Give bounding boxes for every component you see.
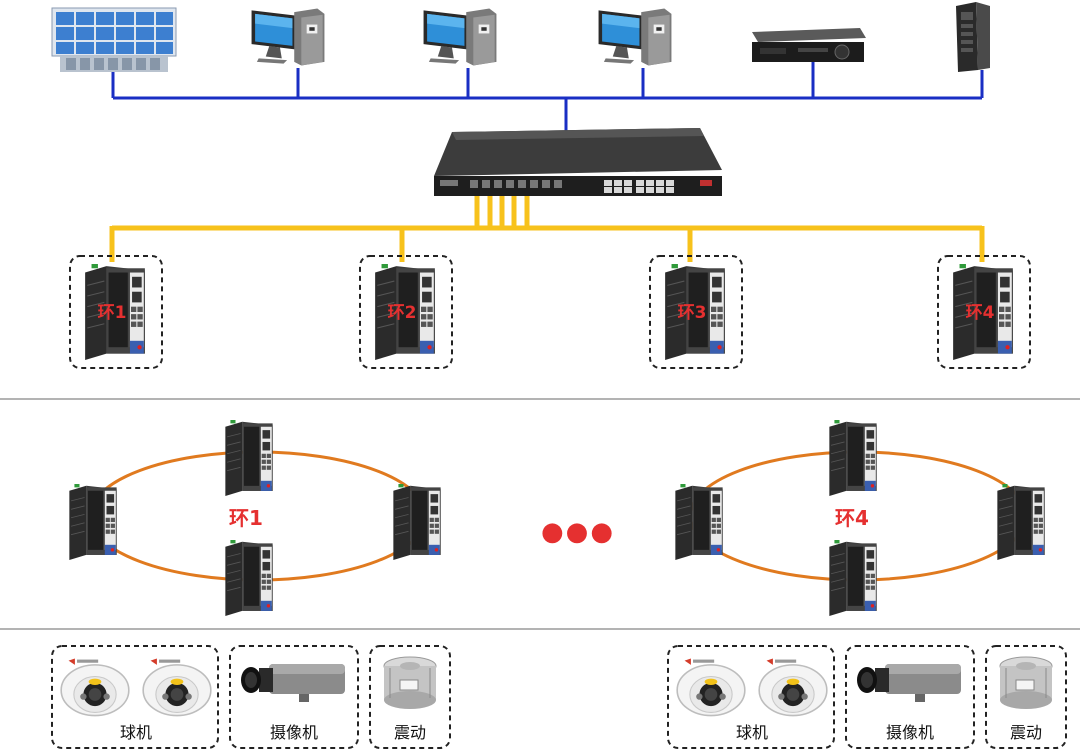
ring-switch-2: 环2 <box>359 255 453 369</box>
dome-camera-icon <box>60 657 130 717</box>
ring-switch-4: 环4 <box>937 255 1031 369</box>
dome-camera-label: 球机 <box>120 723 152 742</box>
ring-switch-3: 环3 <box>649 255 743 369</box>
ring-4-topology: 环4 <box>674 420 1046 616</box>
nvr-recorder-icon <box>752 28 866 62</box>
ellipsis-dots: ●●● <box>541 517 615 547</box>
ring-switch-label: 环1 <box>98 303 127 323</box>
ring-label: 环4 <box>835 506 869 530</box>
yellow-fiber-links <box>109 196 985 262</box>
box-camera-icon <box>241 664 345 702</box>
blue-bus-lines <box>111 62 984 132</box>
core-switch-icon <box>434 128 722 196</box>
industrial-switch-icon <box>224 540 274 616</box>
ring-switch-label: 环3 <box>678 303 707 323</box>
ring-switch-1: 环1 <box>69 255 163 369</box>
industrial-switch-icon <box>224 420 274 496</box>
vibration-sensor-icon <box>999 656 1053 710</box>
industrial-switch-icon <box>674 484 724 560</box>
industrial-switch-icon <box>392 484 442 560</box>
industrial-switch-icon <box>828 420 878 496</box>
server-tower-icon <box>956 2 990 72</box>
ring-switch-label: 环2 <box>388 303 417 323</box>
vibration-sensor-label: 震动 <box>1010 723 1042 742</box>
dome-camera-icon <box>676 657 746 717</box>
video-wall-icon <box>51 7 177 72</box>
box-camera-label: 摄像机 <box>270 723 318 742</box>
dome-camera-label: 球机 <box>736 723 768 742</box>
workstation-icon <box>251 8 325 66</box>
dome-camera-icon <box>142 657 212 717</box>
industrial-switch-icon <box>828 540 878 616</box>
ring-label: 环1 <box>229 506 263 530</box>
industrial-switch-icon <box>68 484 118 560</box>
workstation-icon <box>598 8 672 66</box>
ring-1-topology: 环1 <box>68 420 442 616</box>
vibration-sensor-icon <box>383 656 437 710</box>
vibration-sensor-label: 震动 <box>394 723 426 742</box>
endpoint-group-right: 球机 摄像机 震动 <box>667 645 1067 749</box>
ring-switch-label: 环4 <box>966 303 995 323</box>
dome-camera-icon <box>758 657 828 717</box>
workstation-icon <box>423 8 497 66</box>
box-camera-icon <box>857 664 961 702</box>
endpoint-group-left: 球机 摄像机 震动 <box>51 645 451 749</box>
industrial-switch-icon <box>996 484 1046 560</box>
box-camera-label: 摄像机 <box>886 723 934 742</box>
